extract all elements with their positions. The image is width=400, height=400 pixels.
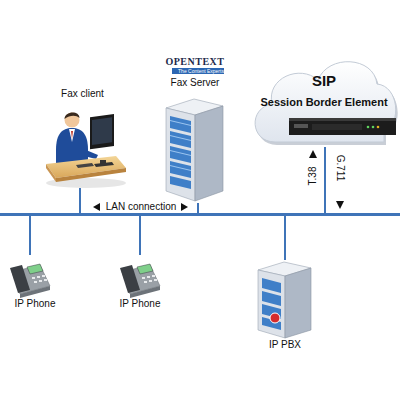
- lan-wire: [139, 216, 141, 255]
- node-label: IP PBX: [250, 339, 320, 351]
- arrow-head-down: [336, 201, 344, 209]
- node-label: Session Border Element: [250, 96, 398, 109]
- ip-phone: [120, 264, 160, 298]
- arrow-head-right: [181, 203, 188, 211]
- lan-bus: LAN connection: [0, 213, 400, 216]
- person-at-desk: [46, 112, 126, 188]
- cloud-title: SIP: [250, 72, 398, 90]
- arrow-head-up: [309, 150, 317, 158]
- pbx-server: [258, 262, 311, 338]
- pbx-node: IP PBX: [250, 260, 320, 350]
- lan-wire: [324, 147, 326, 213]
- codec-label: G.711: [334, 148, 346, 188]
- cloud-node: SIP Session Border Element: [250, 52, 398, 147]
- phone-node: IP Phone: [5, 255, 65, 310]
- server-tower: [166, 99, 223, 201]
- logo-text: The Content Experts: [166, 68, 236, 74]
- phone-node: IP Phone: [110, 255, 170, 310]
- arrow-head-left: [93, 203, 100, 211]
- node-label: IP Phone: [5, 298, 65, 310]
- lan-wire: [197, 203, 199, 213]
- lan-wire: [79, 188, 81, 213]
- lan-wire: [284, 216, 286, 260]
- node-label: OPENTEXT: [160, 56, 230, 68]
- codec-label: T.38: [307, 156, 319, 196]
- ip-phone: [10, 264, 50, 298]
- client-node: Fax client: [35, 88, 130, 188]
- bus-label: LAN connection: [104, 201, 178, 213]
- lan-wire: [29, 216, 31, 255]
- server-node: OPENTEXTThe Content ExpertsFax Server: [160, 56, 230, 203]
- node-label: Fax Server: [160, 77, 230, 89]
- node-label: IP Phone: [110, 298, 170, 310]
- node-label: Fax client: [35, 88, 130, 100]
